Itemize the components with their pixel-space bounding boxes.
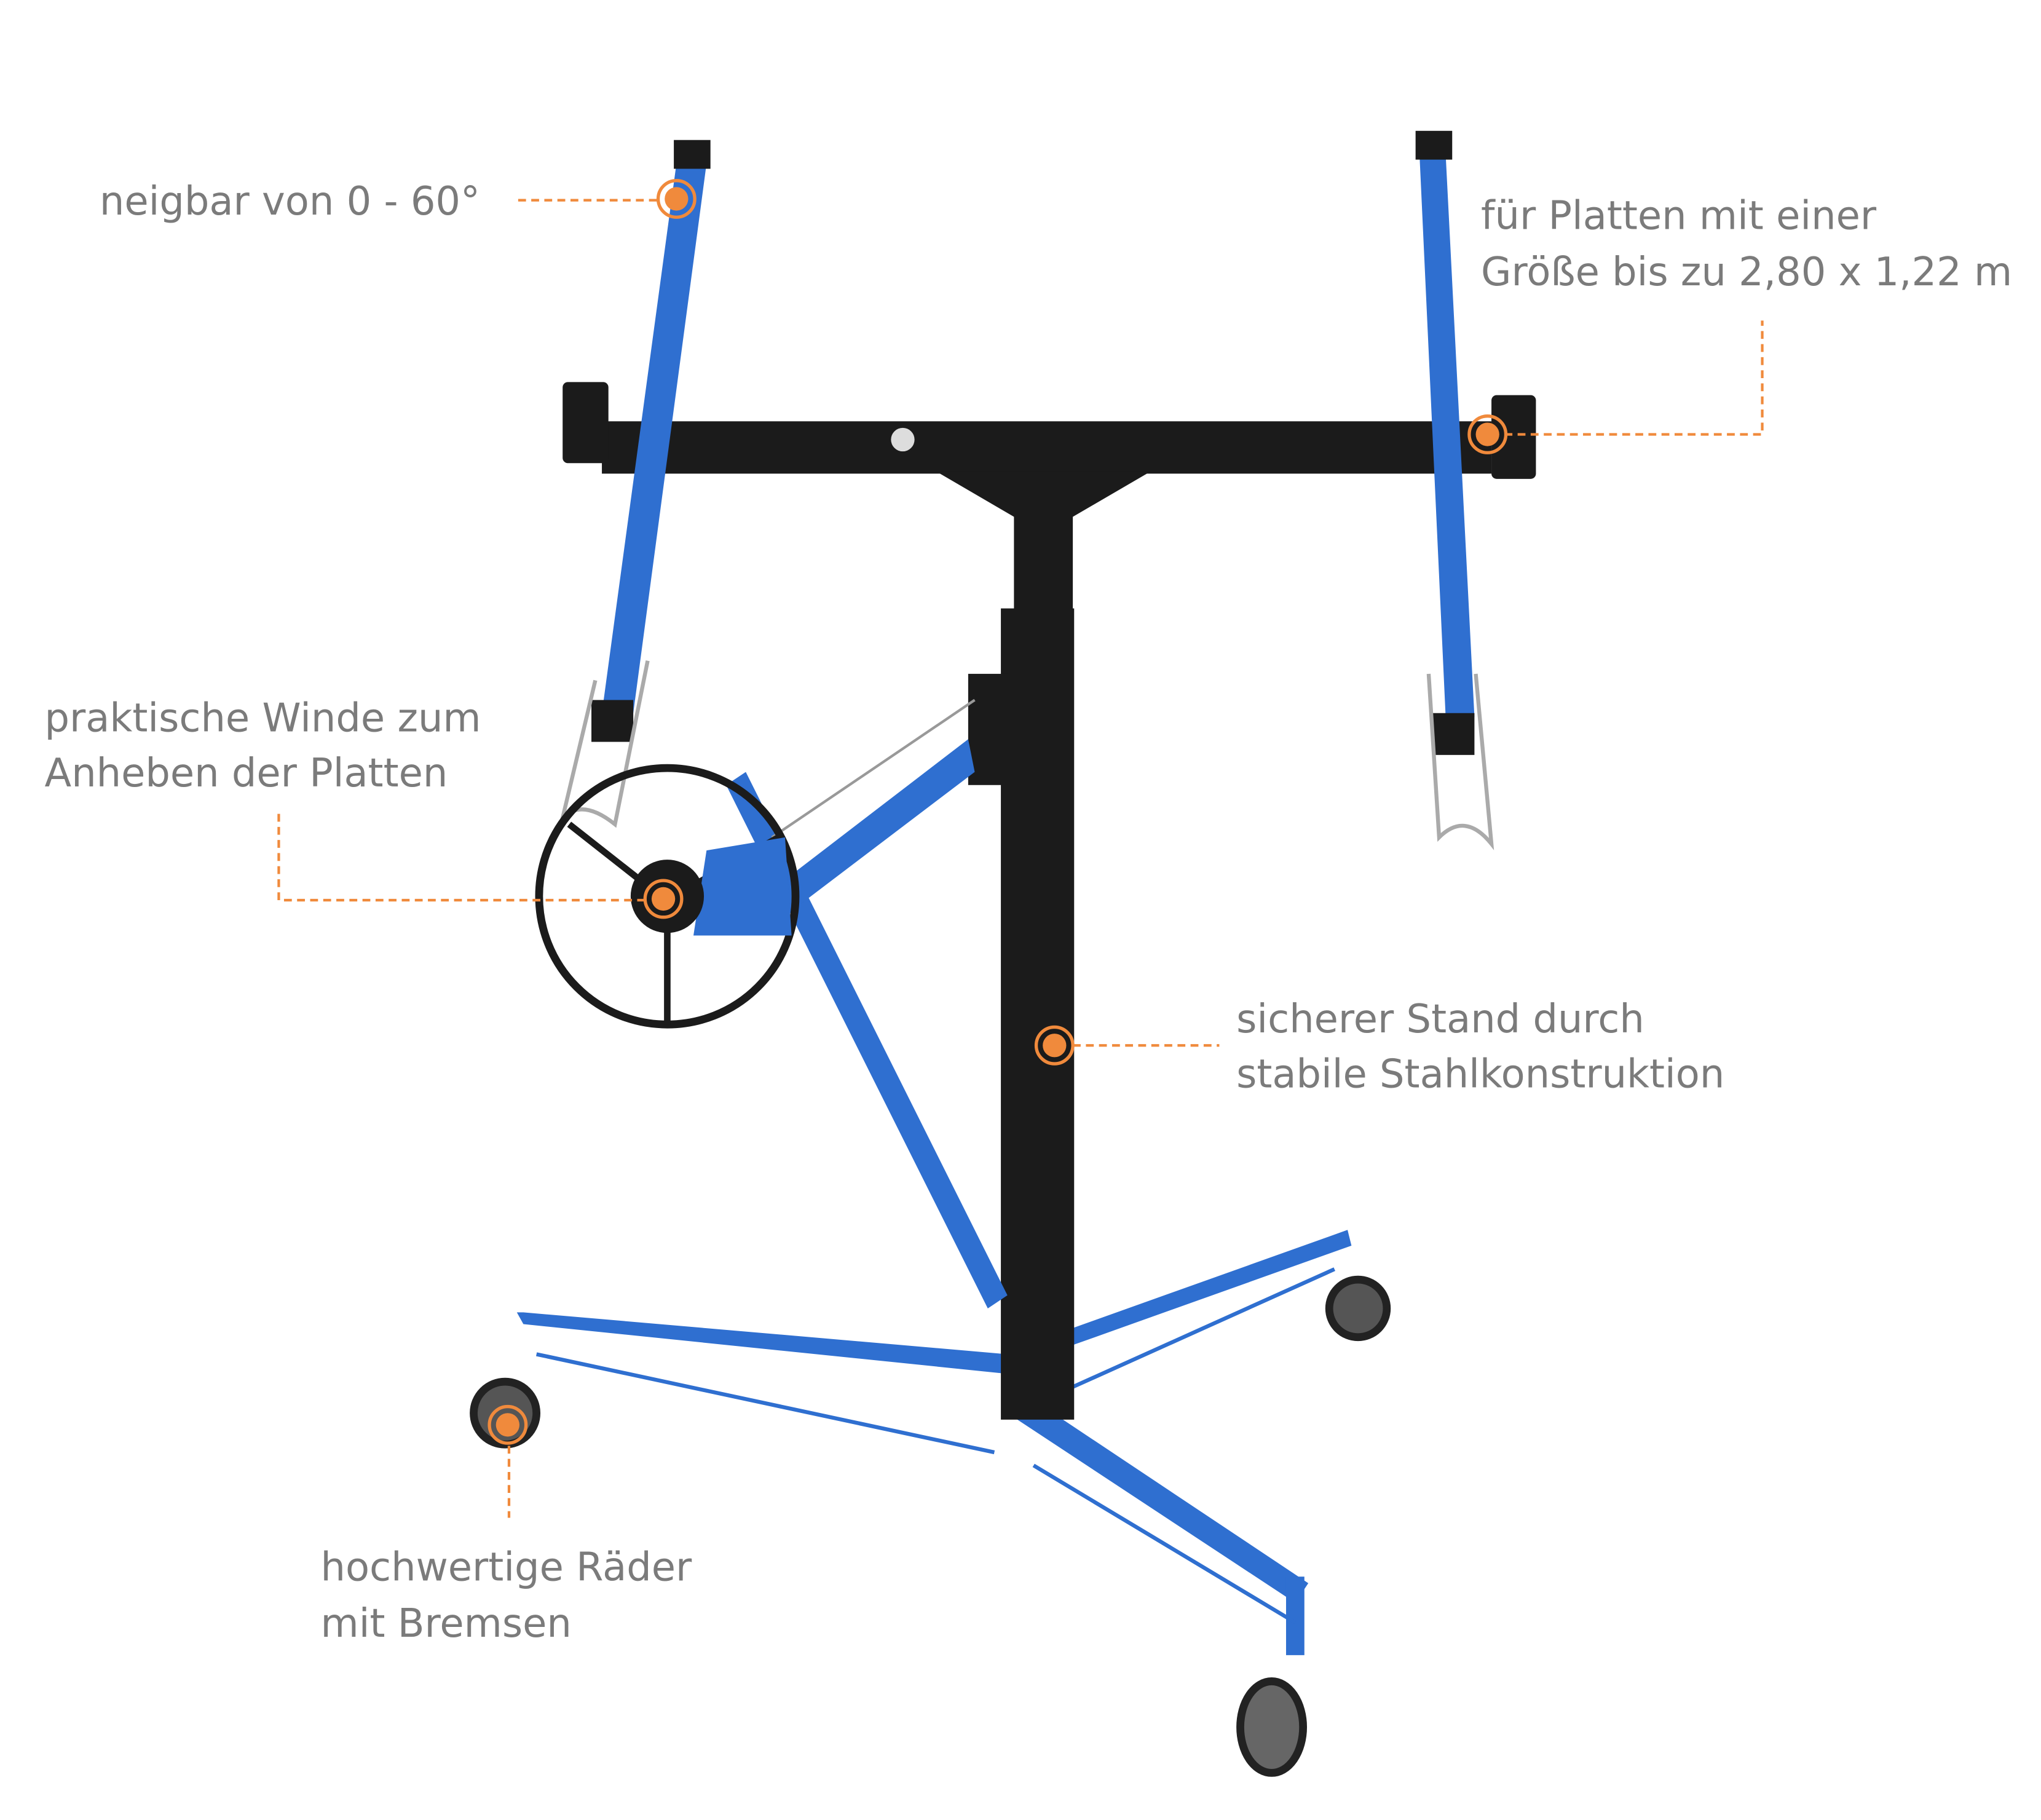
callout-size-line1: für Platten mit einer (1481, 193, 1877, 239)
marker-tilt (656, 178, 697, 219)
panel-arm-left (602, 163, 707, 713)
crossbar (602, 421, 1492, 474)
callout-size-line2: Größe bis zu 2,80 x 1,22 m (1481, 250, 2012, 295)
leg-front-post (1285, 1577, 1305, 1655)
leg-left (516, 1312, 1008, 1374)
wheel-front (1236, 1677, 1308, 1777)
callout-wheels-line1: hochwertige Räder (321, 1545, 692, 1591)
callout-markers (277, 178, 1764, 1518)
callout-winch-line1: praktische Winde zum (45, 696, 481, 742)
marker-stand (1034, 1025, 1075, 1066)
mast (1001, 608, 1075, 1420)
marker-wheels (488, 1404, 528, 1445)
leg-front (1007, 1399, 1309, 1603)
marker-size (1467, 414, 1508, 454)
leg-right (1073, 1230, 1352, 1345)
wheel-right (1325, 1275, 1391, 1342)
marker-winch (643, 879, 684, 919)
panel-arm-right (1419, 154, 1475, 718)
panel-lift (470, 130, 1536, 1777)
callout-tilt: neigbar von 0 - 60° (100, 179, 480, 224)
callout-stand-line2: stabile Stahlkonstruktion (1236, 1051, 1724, 1097)
callout-winch-line2: Anheben der Platten (45, 751, 448, 796)
callout-wheels-line2: mit Bremsen (321, 1601, 572, 1647)
callout-stand-line1: sicherer Stand durch (1236, 997, 1644, 1042)
